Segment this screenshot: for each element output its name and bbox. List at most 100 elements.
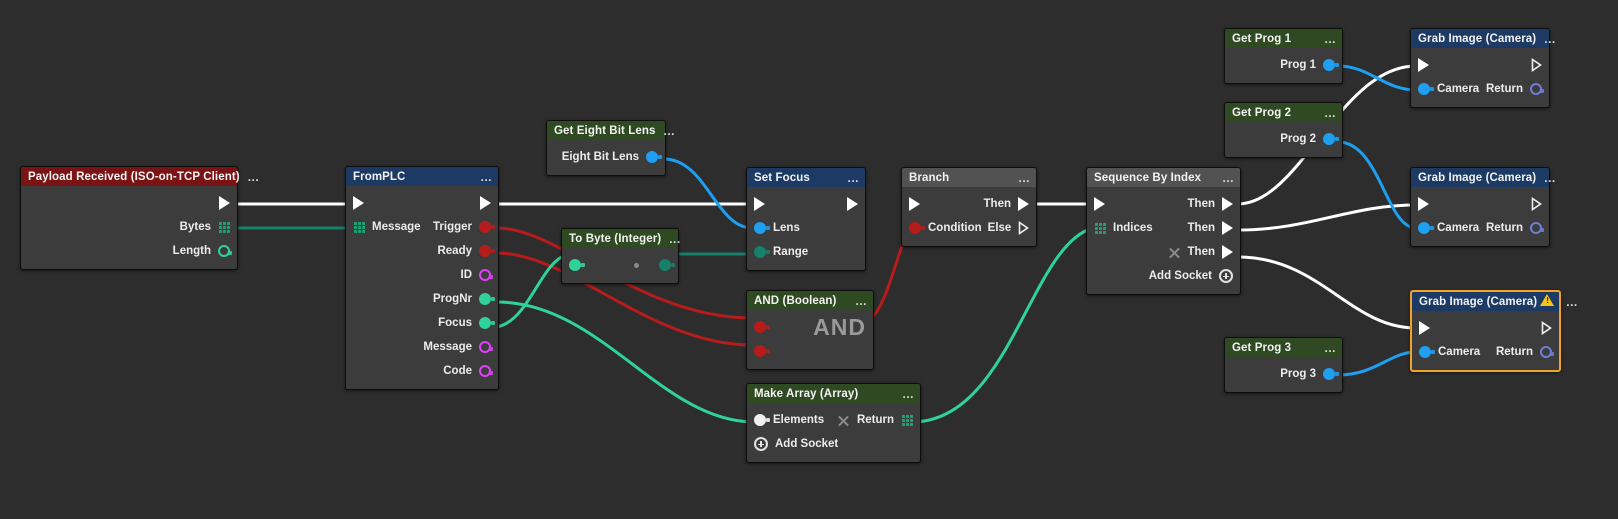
wire[interactable] <box>1236 255 1418 330</box>
node-menu-icon[interactable]: ... <box>1544 31 1556 46</box>
socket-ring[interactable] <box>479 269 493 281</box>
exec-out-icon[interactable] <box>219 196 230 210</box>
node-payload-received[interactable]: Payload Received (ISO-on-TCP Client)...B… <box>20 166 259 270</box>
wire[interactable] <box>1236 203 1418 232</box>
exec-out-hollow-icon[interactable] <box>1541 320 1552 336</box>
socket-filled[interactable] <box>479 221 495 233</box>
node-header[interactable]: Sequence By Index... <box>1087 168 1240 187</box>
exec-in-icon[interactable] <box>1419 321 1430 335</box>
node-header[interactable]: Make Array (Array)... <box>747 384 920 403</box>
node-menu-icon[interactable]: ... <box>855 293 867 308</box>
exec-out-hollow-icon[interactable] <box>1018 220 1030 236</box>
socket-ring[interactable] <box>1540 346 1554 358</box>
node-header[interactable]: Grab Image (Camera)... <box>1411 168 1555 187</box>
socket-filled[interactable] <box>1323 368 1339 380</box>
exec-out-icon[interactable] <box>480 196 491 210</box>
socket-filled[interactable] <box>1323 133 1339 145</box>
node-menu-icon[interactable]: ... <box>1324 340 1336 355</box>
node-get-prog-1[interactable]: Get Prog 1...Prog 1 <box>1224 28 1343 84</box>
array-socket[interactable] <box>901 414 913 426</box>
socket-filled[interactable] <box>754 222 770 234</box>
exec-in-icon[interactable] <box>353 196 364 210</box>
add-socket-icon[interactable] <box>1219 269 1233 283</box>
node-header[interactable]: Grab Image (Camera)... <box>1411 29 1555 48</box>
node-menu-icon[interactable]: ... <box>1324 105 1336 120</box>
socket-ring[interactable] <box>479 365 493 377</box>
node-and-boolean[interactable]: AND (Boolean)...AND <box>746 290 874 370</box>
exec-in-icon[interactable] <box>1418 58 1429 72</box>
exec-out-icon[interactable] <box>1222 245 1233 259</box>
socket-ring[interactable] <box>1530 83 1544 95</box>
socket-filled[interactable] <box>1418 222 1434 234</box>
socket-filled[interactable] <box>646 151 662 163</box>
warning-icon[interactable]: ! <box>1540 294 1555 309</box>
socket-filled[interactable] <box>1419 346 1435 358</box>
exec-out-icon[interactable] <box>1222 221 1233 235</box>
node-menu-icon[interactable]: ... <box>1018 170 1030 185</box>
socket-ring[interactable] <box>479 341 493 353</box>
array-socket[interactable] <box>1094 222 1106 234</box>
socket-ring[interactable] <box>1530 222 1544 234</box>
socket-ring[interactable] <box>218 245 232 257</box>
node-header[interactable]: Get Eight Bit Lens... <box>547 121 675 140</box>
exec-out-hollow-icon[interactable] <box>1531 57 1542 73</box>
exec-out-hollow-icon[interactable] <box>1531 196 1542 212</box>
node-menu-icon[interactable]: ... <box>1566 294 1578 309</box>
node-header[interactable]: Get Prog 3... <box>1225 338 1342 357</box>
wire[interactable] <box>495 300 754 424</box>
node-get-prog-3[interactable]: Get Prog 3...Prog 3 <box>1224 337 1343 393</box>
node-get-eight-bit-lens[interactable]: Get Eight Bit Lens...Eight Bit Lens <box>546 120 675 176</box>
node-get-prog-2[interactable]: Get Prog 2...Prog 2 <box>1224 102 1343 158</box>
remove-socket-icon[interactable] <box>837 414 850 427</box>
wire[interactable] <box>662 157 754 230</box>
node-header[interactable]: Set Focus... <box>747 168 865 187</box>
add-socket-icon[interactable] <box>754 437 768 451</box>
node-menu-icon[interactable]: ... <box>902 386 914 401</box>
exec-in-icon[interactable] <box>1418 197 1429 211</box>
socket-filled[interactable] <box>479 317 495 329</box>
node-to-byte-integer[interactable]: To Byte (Integer)... <box>561 228 681 284</box>
array-socket[interactable] <box>218 221 230 233</box>
socket-filled[interactable] <box>1323 59 1339 71</box>
wire[interactable] <box>1336 140 1418 230</box>
node-header[interactable]: Grab Image (Camera)!... <box>1412 292 1577 311</box>
socket-filled[interactable] <box>754 414 770 426</box>
node-menu-icon[interactable]: ... <box>1544 170 1556 185</box>
node-header[interactable]: Payload Received (ISO-on-TCP Client)... <box>21 167 259 186</box>
remove-socket-icon[interactable] <box>1168 246 1181 259</box>
node-menu-icon[interactable]: ... <box>663 123 675 138</box>
node-header[interactable]: AND (Boolean)... <box>747 291 873 310</box>
exec-out-icon[interactable] <box>847 197 858 211</box>
socket-filled[interactable] <box>754 246 770 258</box>
socket-filled[interactable] <box>1418 83 1434 95</box>
node-menu-icon[interactable]: ... <box>669 231 681 246</box>
exec-in-icon[interactable] <box>754 197 765 211</box>
socket-filled[interactable] <box>569 259 585 271</box>
socket-filled[interactable] <box>754 345 770 357</box>
node-header[interactable]: To Byte (Integer)... <box>562 229 681 248</box>
node-menu-icon[interactable]: ... <box>847 170 859 185</box>
socket-filled[interactable] <box>659 259 675 271</box>
socket-filled[interactable] <box>909 222 925 234</box>
node-header[interactable]: Get Prog 2... <box>1225 103 1342 122</box>
wire[interactable] <box>1336 64 1418 92</box>
wire[interactable] <box>1336 350 1418 377</box>
node-header[interactable]: FromPLC... <box>346 167 498 186</box>
exec-in-icon[interactable] <box>909 197 920 211</box>
wire[interactable] <box>910 226 1095 424</box>
node-menu-icon[interactable]: ... <box>1324 31 1336 46</box>
node-menu-icon[interactable]: ... <box>1222 170 1234 185</box>
node-menu-icon[interactable]: ... <box>480 169 492 184</box>
socket-filled[interactable] <box>479 293 495 305</box>
exec-in-icon[interactable] <box>1094 197 1105 211</box>
socket-filled[interactable] <box>754 321 770 333</box>
